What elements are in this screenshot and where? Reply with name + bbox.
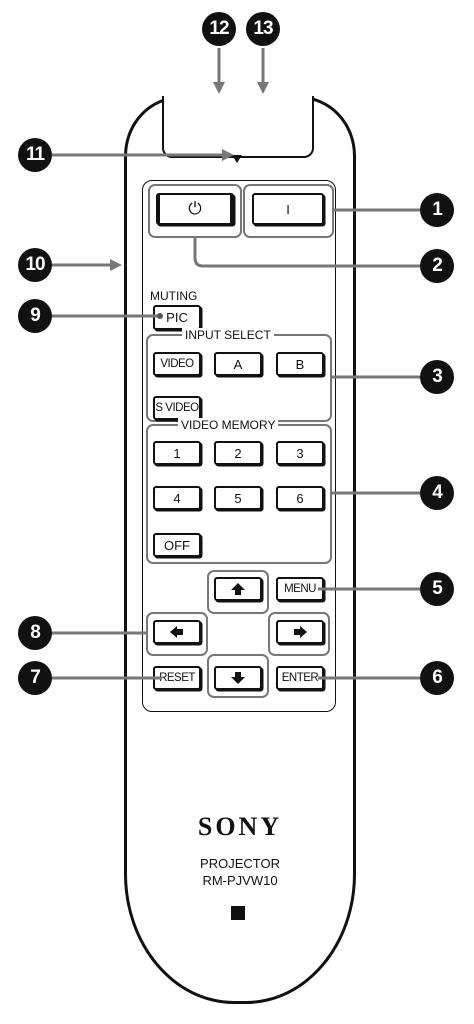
input-video-button[interactable]: VIDEO xyxy=(153,352,201,376)
input-select-label: INPUT SELECT xyxy=(182,328,274,342)
arrow-down-icon xyxy=(231,672,245,684)
square-mark-icon xyxy=(231,906,245,920)
leader-line-2 xyxy=(193,238,420,268)
arrow-left-icon xyxy=(170,626,183,638)
arrow-up-button[interactable] xyxy=(214,577,262,601)
memory-4-button[interactable]: 4 xyxy=(153,486,201,510)
arrow-up-group xyxy=(207,570,269,614)
callout-8: 8 xyxy=(18,616,52,650)
callout-5: 5 xyxy=(420,572,454,606)
leader-arrow-10 xyxy=(110,259,122,271)
memory-off-button[interactable]: OFF xyxy=(153,533,201,557)
brand-logo: SONY xyxy=(197,812,283,841)
model-number: RM-PJVW10 xyxy=(202,873,278,888)
callout-12: 12 xyxy=(202,12,236,46)
callout-6: 6 xyxy=(420,661,454,695)
callout-3: 3 xyxy=(420,360,454,394)
callout-9: 9 xyxy=(18,299,52,333)
product-type: PROJECTOR xyxy=(200,856,280,871)
transmit-indicator-icon xyxy=(232,155,242,163)
video-memory-label: VIDEO MEMORY xyxy=(178,418,279,432)
leader-dot-9 xyxy=(157,313,163,319)
on-group xyxy=(243,184,334,238)
standby-icon: ⏻ xyxy=(188,199,202,218)
arrow-right-button[interactable] xyxy=(276,620,324,644)
on-button[interactable]: I xyxy=(252,193,324,225)
standby-group xyxy=(148,184,242,238)
arrow-down-button[interactable] xyxy=(214,666,262,690)
arrow-right-icon xyxy=(294,626,307,638)
callout-13: 13 xyxy=(246,12,280,46)
menu-button[interactable]: MENU xyxy=(276,577,324,601)
callout-10: 10 xyxy=(18,248,52,282)
memory-5-button[interactable]: 5 xyxy=(214,486,262,510)
input-a-button[interactable]: A xyxy=(214,352,262,376)
arrow-left-button[interactable] xyxy=(153,620,201,644)
callout-2: 2 xyxy=(420,249,454,283)
memory-3-button[interactable]: 3 xyxy=(276,441,324,465)
button-panel xyxy=(142,180,336,712)
leader-arrow-11 xyxy=(222,149,234,161)
leader-arrow-12 xyxy=(213,82,225,94)
input-b-button[interactable]: B xyxy=(276,352,324,376)
callout-11: 11 xyxy=(18,138,52,172)
callout-4: 4 xyxy=(420,476,454,510)
on-icon: I xyxy=(286,201,290,217)
reset-button[interactable]: RESET xyxy=(153,666,201,690)
infrared-emitter xyxy=(162,96,314,158)
arrow-down-group xyxy=(207,654,269,698)
callout-7: 7 xyxy=(18,661,52,695)
standby-button[interactable]: ⏻ xyxy=(156,193,234,225)
arrow-up-icon xyxy=(231,583,245,595)
input-s-video-button[interactable]: S VIDEO xyxy=(153,396,201,420)
enter-button[interactable]: ENTER xyxy=(276,666,324,690)
muting-label: MUTING xyxy=(150,289,198,303)
arrow-right-group xyxy=(268,612,330,656)
memory-1-button[interactable]: 1 xyxy=(153,441,201,465)
memory-6-button[interactable]: 6 xyxy=(276,486,324,510)
leader-arrow-13 xyxy=(257,82,269,94)
callout-1: 1 xyxy=(420,193,454,227)
memory-2-button[interactable]: 2 xyxy=(214,441,262,465)
